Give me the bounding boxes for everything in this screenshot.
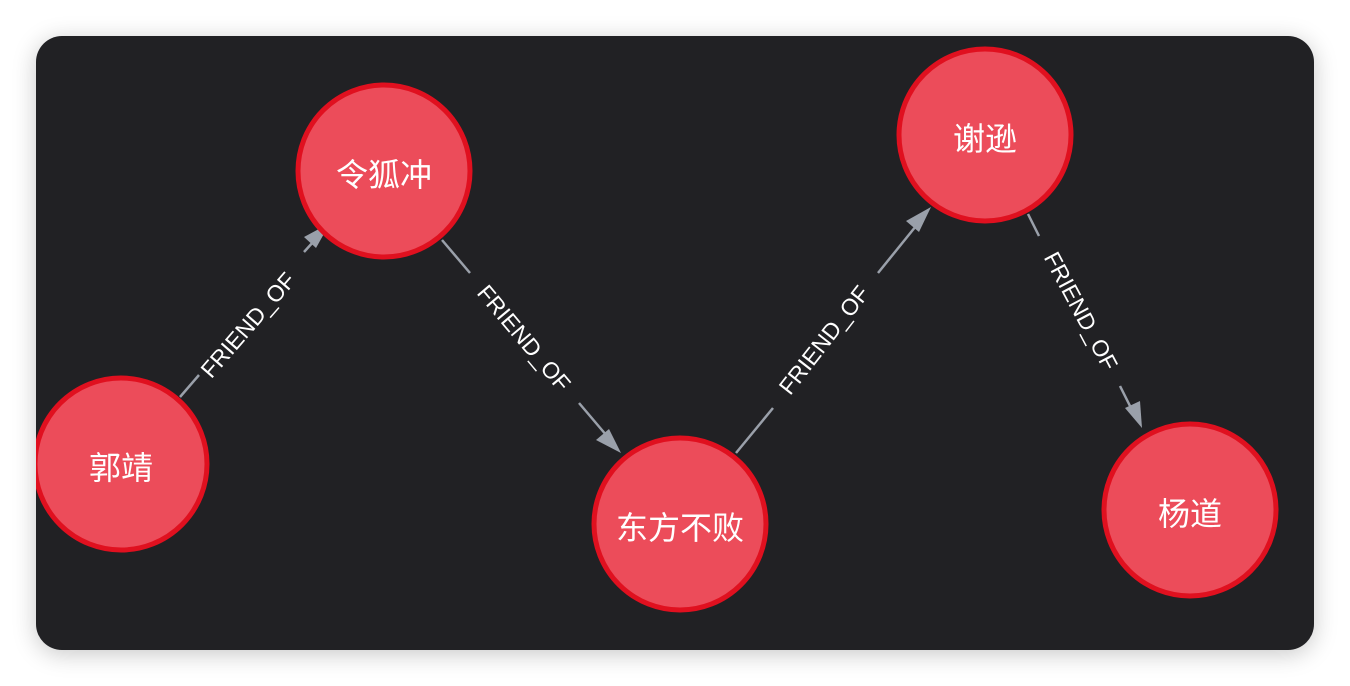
edge-label: FRIEND_OF (774, 281, 875, 400)
edge-line (877, 225, 917, 274)
edge-line (1118, 385, 1133, 409)
edge-line (578, 402, 608, 437)
edge-guojing-linghuchong[interactable]: FRIEND_OF (179, 223, 330, 398)
nodes-layer: 郭靖 令狐冲 东方不败 谢逊 杨道 (36, 46, 1279, 613)
node-circle (36, 375, 210, 553)
node-xiexun[interactable]: 谢逊 (896, 46, 1074, 224)
node-yangdao[interactable]: 杨道 (1101, 421, 1279, 599)
node-label: 郭靖 (89, 449, 153, 487)
edges-layer: FRIEND_OF FRIEND_OF FRIEND_OF FR (179, 207, 1142, 454)
node-circle (295, 82, 473, 260)
edge-line (179, 374, 200, 398)
edge-label: FRIEND_OF (1039, 247, 1123, 374)
node-dongfangbubai[interactable]: 东方不败 (591, 435, 769, 613)
node-circle (591, 435, 769, 613)
node-circle (896, 46, 1074, 224)
edge-line (1026, 213, 1041, 237)
node-label: 杨道 (1158, 495, 1222, 533)
node-guojing[interactable]: 郭靖 (36, 375, 210, 553)
edge-linghuchong-dongfangbubai[interactable]: FRIEND_OF (441, 239, 621, 453)
node-label: 东方不败 (616, 509, 744, 547)
edge-dongfangbubai-xiexun[interactable]: FRIEND_OF (735, 207, 931, 454)
edge-arrowhead (596, 429, 621, 453)
node-linghuchong[interactable]: 令狐冲 (295, 82, 473, 260)
edge-line (441, 239, 471, 274)
graph-canvas: FRIEND_OF FRIEND_OF FRIEND_OF FR (36, 36, 1314, 650)
edge-label: FRIEND_OF (472, 280, 576, 397)
edge-xiexun-yangdao[interactable]: FRIEND_OF (1026, 213, 1142, 428)
node-circle (1101, 421, 1279, 599)
edge-line (735, 407, 774, 454)
edge-arrowhead (906, 207, 931, 232)
node-label: 谢逊 (953, 120, 1017, 158)
graph-svg: FRIEND_OF FRIEND_OF FRIEND_OF FR (36, 46, 1279, 613)
edge-arrowhead (1125, 401, 1142, 428)
edge-label: FRIEND_OF (195, 267, 300, 382)
node-label: 令狐冲 (336, 156, 432, 194)
